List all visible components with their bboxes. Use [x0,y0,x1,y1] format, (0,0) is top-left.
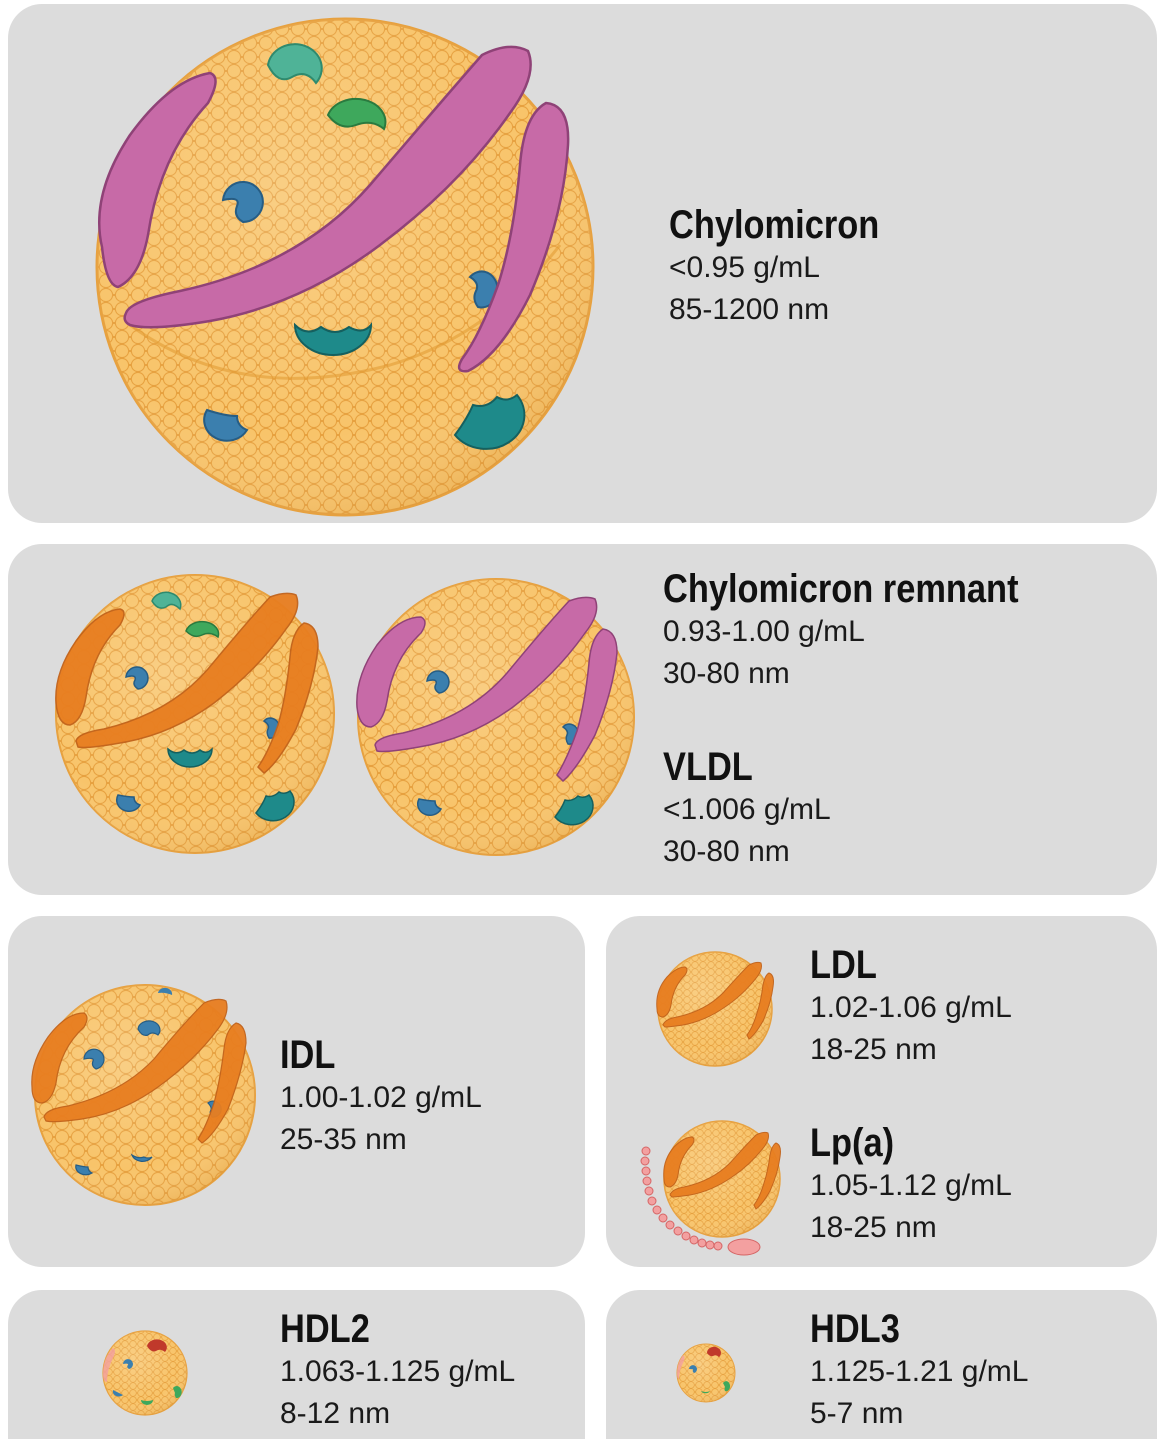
ldl-illustration [655,951,775,1067]
vldl-illustration [355,577,638,857]
chylomicron-remnant-illustration [52,573,338,855]
particle-name: HDL2 [280,1307,482,1351]
particle-name: Lp(a) [810,1121,984,1165]
particle-density: 1.063-1.125 g/mL [280,1351,515,1393]
particle-density: 1.02-1.06 g/mL [810,987,1012,1029]
idl-illustration [30,983,260,1207]
particle-size: 30-80 nm [663,653,1076,695]
label-hdl3: HDL3 1.125-1.21 g/mL 5-7 nm [810,1307,1028,1435]
particle-size: 5-7 nm [810,1393,1028,1435]
particle-density: 1.05-1.12 g/mL [810,1165,1012,1207]
particle-name: HDL3 [810,1307,998,1351]
particle-name: IDL [280,1033,454,1077]
hdl3-illustration [675,1343,737,1403]
particle-size: 85-1200 nm [669,289,913,331]
label-vldl: VLDL <1.006 g/mL 30-80 nm [663,745,831,873]
label-lpa: Lp(a) 1.05-1.12 g/mL 18-25 nm [810,1121,1012,1249]
particle-size: 30-80 nm [663,831,831,873]
particle-density: 1.125-1.21 g/mL [810,1351,1028,1393]
hdl2-illustration [101,1330,189,1416]
label-ldl: LDL 1.02-1.06 g/mL 18-25 nm [810,943,1012,1071]
particle-size: 25-35 nm [280,1119,482,1161]
particle-name: Chylomicron [669,203,879,247]
label-chylomicron: Chylomicron <0.95 g/mL 85-1200 nm [669,203,913,331]
particle-size: 8-12 nm [280,1393,515,1435]
particle-density: <0.95 g/mL [669,247,913,289]
particle-name: VLDL [663,745,807,789]
particle-density: 1.00-1.02 g/mL [280,1077,482,1119]
chylomicron-illustration [90,15,605,520]
label-idl: IDL 1.00-1.02 g/mL 25-35 nm [280,1033,482,1161]
particle-size: 18-25 nm [810,1029,1012,1071]
particle-name: Chylomicron remnant [663,567,1019,611]
particle-name: LDL [810,943,984,987]
particle-density: 0.93-1.00 g/mL [663,611,1076,653]
label-chylomicron-remnant: Chylomicron remnant 0.93-1.00 g/mL 30-80… [663,567,1076,695]
label-hdl2: HDL2 1.063-1.125 g/mL 8-12 nm [280,1307,515,1435]
particle-size: 18-25 nm [810,1207,1012,1249]
lpa-illustration [636,1119,786,1259]
particle-density: <1.006 g/mL [663,789,831,831]
